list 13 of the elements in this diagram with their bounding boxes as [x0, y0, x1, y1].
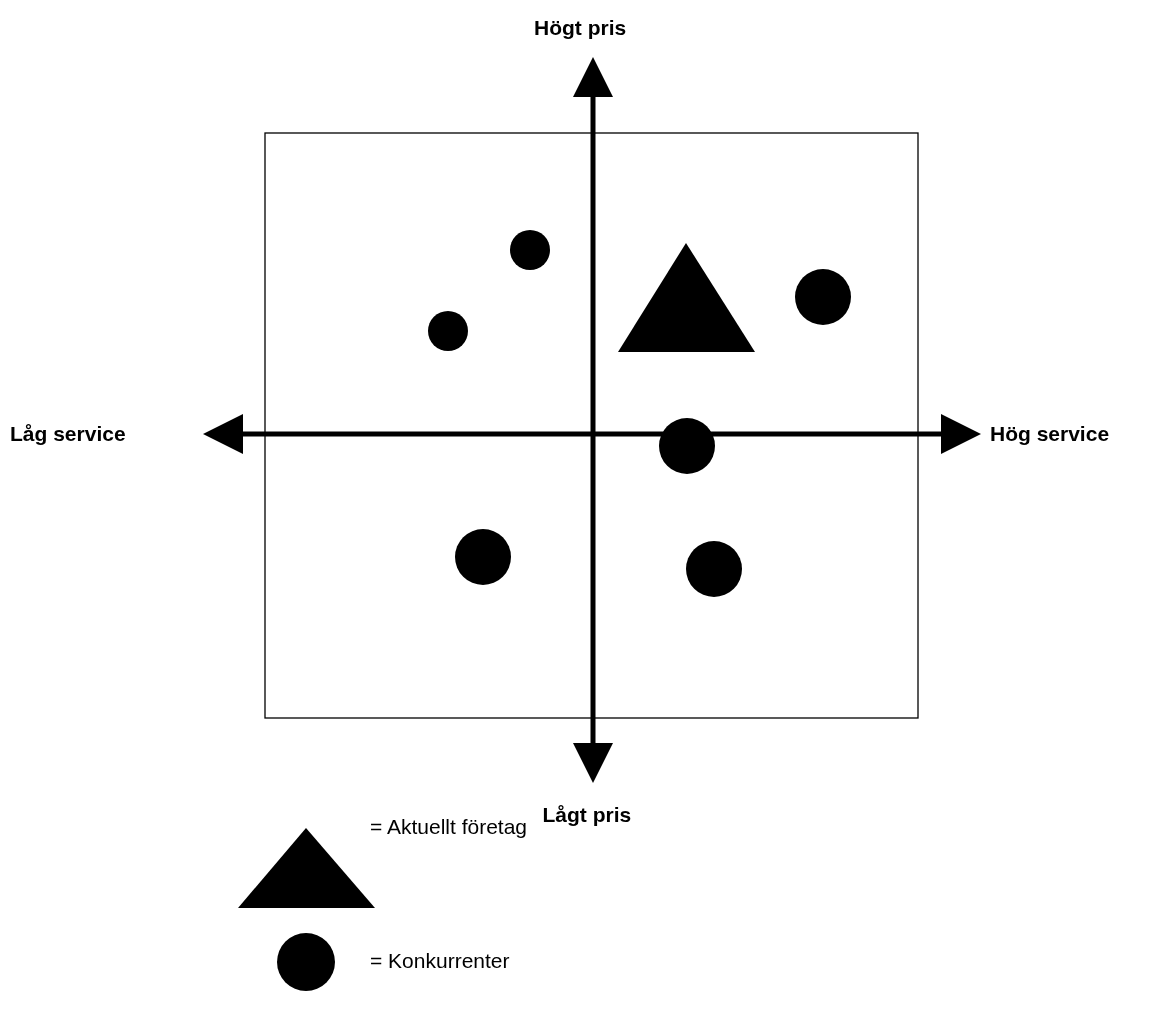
triangle-marker — [618, 243, 755, 352]
axis-label: Hög service — [990, 422, 1110, 446]
circle-marker — [510, 230, 550, 270]
axis-label: Låg service — [10, 422, 126, 446]
legend-label: = Aktuellt företag — [370, 815, 528, 839]
axis-label: Högt pris — [534, 16, 627, 40]
circle-marker — [686, 541, 742, 597]
circle-marker — [659, 418, 715, 474]
legend-label: = Konkurrenter — [370, 949, 510, 973]
circle-marker — [428, 311, 468, 351]
circle-marker — [795, 269, 851, 325]
circle-marker — [455, 529, 511, 585]
axis-label: Lågt pris — [542, 803, 632, 827]
